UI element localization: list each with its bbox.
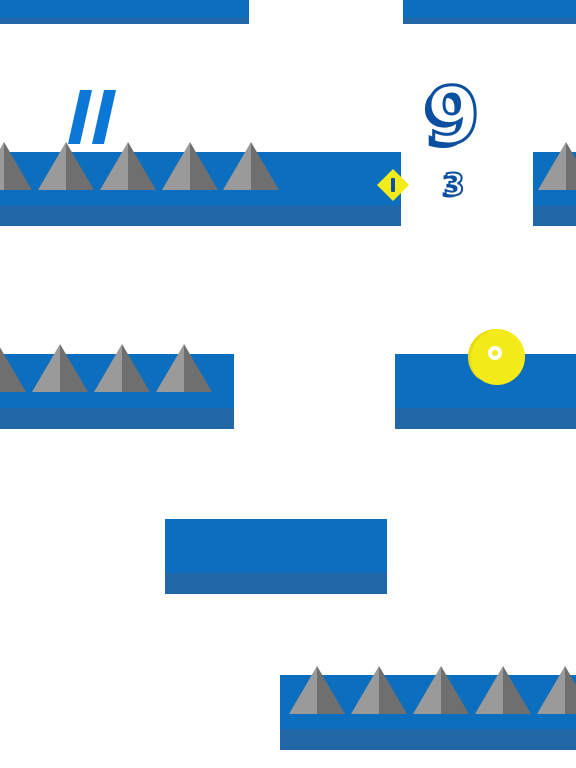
platform-row4-middle (165, 519, 387, 594)
ball-player-icon (468, 328, 525, 385)
platform-top-right (403, 0, 576, 24)
platform-row3-left (0, 354, 234, 429)
diamond-gem-icon (377, 169, 409, 201)
platform-row2-right (533, 152, 576, 226)
score-counter: 9 (424, 72, 481, 162)
platform-top-left (0, 0, 249, 24)
gem-counter: 3 (372, 166, 482, 204)
platform-row5-right (280, 675, 576, 750)
pause-icon[interactable] (66, 90, 118, 144)
platform-row2-left (0, 152, 401, 226)
gem-count: 3 (443, 167, 466, 204)
